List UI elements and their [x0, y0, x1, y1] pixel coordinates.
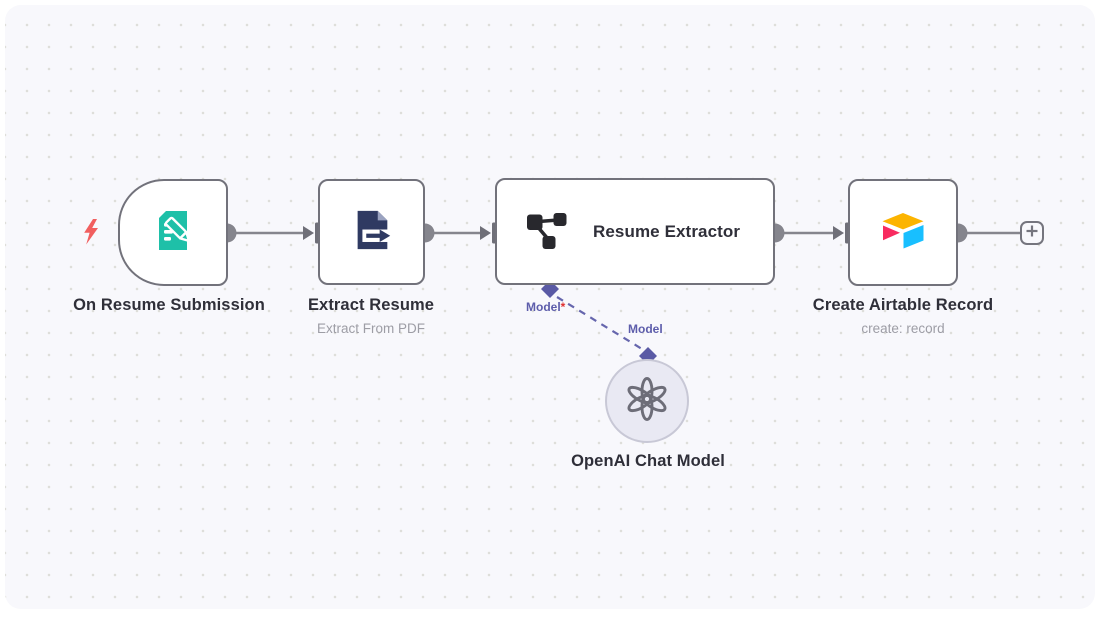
arrowhead-icon — [833, 226, 844, 240]
trigger-bolt-icon — [81, 218, 100, 251]
node-resume-extractor[interactable]: Resume Extractor — [495, 178, 775, 285]
node-openai-chat-model[interactable] — [605, 359, 689, 443]
form-document-pencil-icon — [149, 206, 197, 259]
node-title: Extract Resume — [307, 296, 435, 314]
connection-airtable-add[interactable] — [948, 223, 1022, 243]
node-subtitle: create: record — [861, 321, 945, 336]
arrowhead-icon — [480, 226, 491, 240]
node-title: Create Airtable Record — [812, 296, 994, 314]
information-extractor-icon — [525, 207, 569, 256]
node-title: On Resume Submission — [73, 296, 265, 314]
required-marker: * — [560, 300, 566, 314]
workflow-canvas[interactable]: On Resume Submission Extract Resume Extr… — [5, 5, 1095, 609]
openai-icon — [625, 376, 669, 426]
node-subtitle: Extract From PDF — [316, 321, 426, 336]
connection-extractor-airtable[interactable] — [765, 222, 852, 244]
model-link-label: Model — [628, 322, 663, 336]
airtable-icon — [879, 206, 927, 259]
node-create-airtable-record[interactable] — [848, 179, 958, 286]
plus-icon — [1025, 224, 1039, 243]
arrowhead-icon — [303, 226, 314, 240]
node-on-resume-submission[interactable] — [118, 179, 228, 286]
document-extract-arrow-icon — [349, 207, 395, 258]
node-extract-resume[interactable] — [318, 179, 425, 285]
node-title: OpenAI Chat Model — [571, 452, 725, 470]
node-title: Resume Extractor — [593, 221, 741, 241]
connection-trigger-extract[interactable] — [217, 222, 322, 244]
model-port-label: Model* — [526, 300, 566, 314]
connection-extract-extractor[interactable] — [415, 222, 499, 244]
add-node-button[interactable] — [1020, 221, 1044, 245]
